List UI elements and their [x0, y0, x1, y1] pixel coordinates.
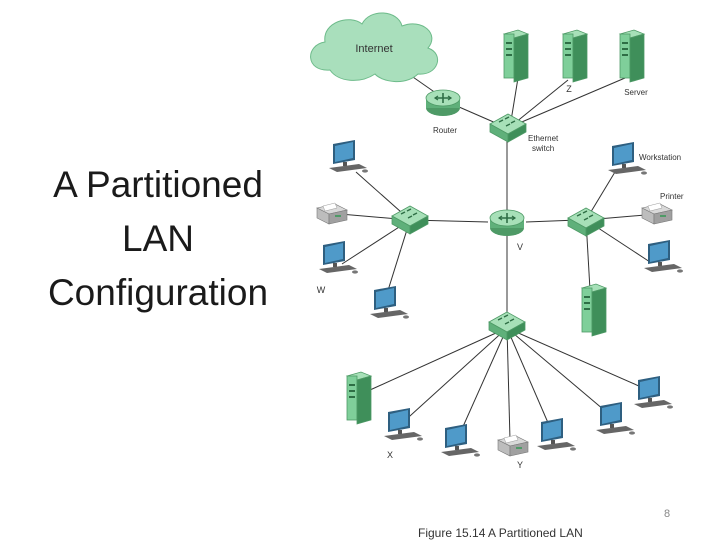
workstation-icon: [634, 376, 673, 409]
figure-caption: Figure 15.14 A Partitioned LAN: [418, 526, 583, 540]
workstation-icon: [596, 402, 635, 435]
printer-label: Printer: [660, 192, 684, 201]
switch-left-icon: [391, 205, 429, 235]
v-label: V: [517, 242, 523, 252]
printer-y-icon: [497, 434, 529, 457]
internet-label: Internet: [355, 43, 392, 55]
router-label: Router: [433, 126, 457, 135]
workstation-icon: [644, 240, 683, 273]
router-icon: [425, 89, 461, 117]
switch-right-icon: [567, 207, 605, 237]
workstation-label: Workstation: [639, 153, 681, 162]
z-label: Z: [566, 84, 572, 94]
ethernet-switch-label-1: Ethernet: [528, 134, 559, 143]
workstation-x-icon: [384, 408, 423, 441]
workstation-icon: [329, 140, 368, 173]
workstation-icon: [537, 418, 576, 451]
server-label: Server: [624, 88, 648, 97]
y-label: Y: [517, 460, 523, 470]
server-icon: [346, 371, 372, 425]
x-label: X: [387, 450, 393, 460]
server-icon: [503, 29, 529, 83]
server-icon: [581, 283, 607, 337]
server-icon: [619, 29, 645, 83]
server-z-icon: [562, 29, 588, 83]
printer-icon: [316, 202, 348, 225]
ethernet-switch-label-2: switch: [532, 144, 554, 153]
workstation-icon: [441, 424, 480, 457]
switch-bottom-icon: [488, 311, 526, 341]
page-number: 8: [664, 508, 671, 520]
title-line-3: Configuration: [47, 272, 269, 313]
title-line-1: A Partitioned: [53, 164, 263, 205]
router-v-icon: [489, 209, 525, 237]
w-label: W: [317, 285, 326, 295]
slide-title: A Partitioned LAN Configuration: [22, 158, 294, 320]
workstation-icon: [370, 286, 409, 319]
title-line-2: LAN: [122, 218, 194, 259]
internet-cloud-icon: Internet: [310, 12, 439, 82]
printer-icon: [641, 202, 673, 225]
